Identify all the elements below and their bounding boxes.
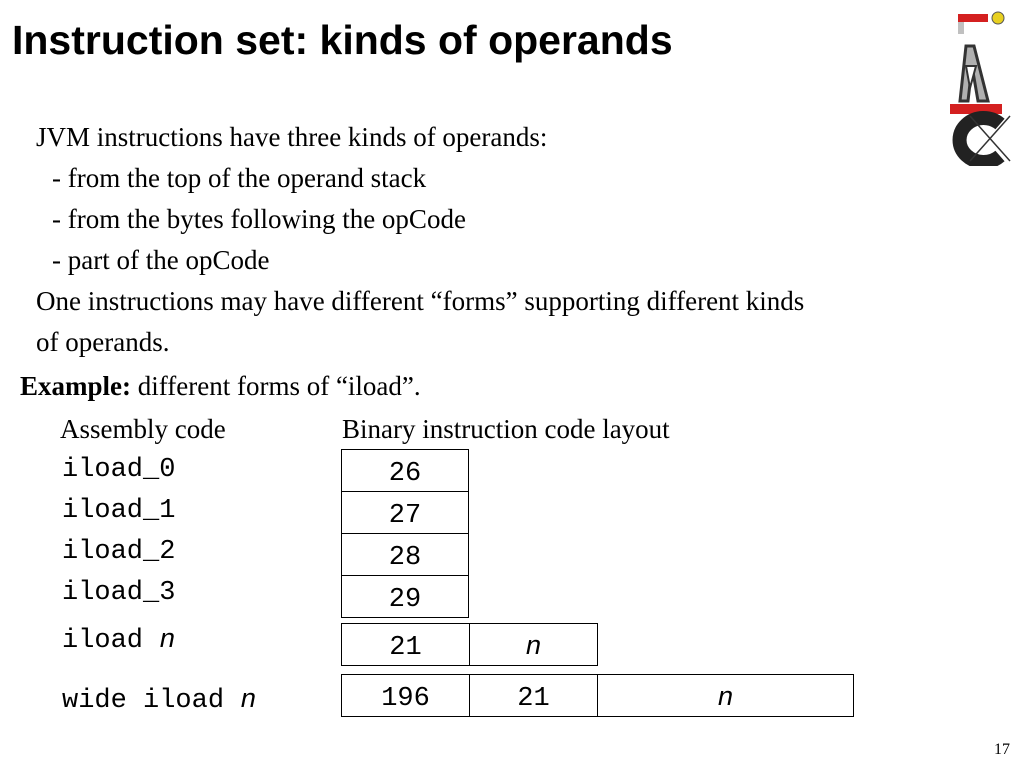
asm-iload-n-var: n — [159, 626, 176, 656]
asm-iload-n-op: iload — [62, 626, 160, 656]
asm-wide-iload-n-op: wide iload — [62, 686, 241, 716]
iaic-logo — [950, 11, 1011, 166]
byte-cell-wide-opcode: 196 — [341, 674, 470, 717]
body-line-1: JVM instructions have three kinds of ope… — [36, 122, 548, 152]
slide-title: Instruction set: kinds of operands — [12, 17, 673, 63]
asm-iload-0: iload_0 — [62, 455, 176, 485]
example-label: Example: — [20, 371, 131, 401]
page-number: 17 — [994, 741, 1010, 758]
binary-header: Binary instruction code layout — [342, 414, 670, 444]
byte-cell-iload-2: 28 — [341, 533, 469, 576]
asm-iload-3: iload_3 — [62, 578, 176, 608]
example-line: Example: different forms of “iload”. — [20, 366, 421, 406]
byte-cell-iload-n-index: n — [469, 623, 598, 666]
asm-wide-iload-n-var: n — [240, 686, 257, 716]
byte-cell-iload-3: 29 — [341, 575, 469, 618]
asm-iload-n: iload n — [62, 626, 175, 656]
asm-wide-iload-n: wide iload n — [62, 686, 256, 716]
asm-iload-2: iload_2 — [62, 537, 176, 567]
assembly-header: Assembly code — [60, 414, 226, 444]
byte-cell-wide-index: n — [597, 674, 854, 717]
body-line-4: - part of the opCode — [52, 245, 270, 275]
body-line-5: One instructions may have different “for… — [36, 286, 805, 316]
body-line-2: - from the top of the operand stack — [52, 163, 427, 193]
asm-iload-1: iload_1 — [62, 496, 176, 526]
byte-cell-iload-0: 26 — [341, 449, 469, 492]
byte-cell-iload-n-var: n — [525, 633, 542, 663]
byte-cell-wide-iload: 21 — [469, 674, 598, 717]
byte-cell-wide-var: n — [717, 684, 734, 714]
byte-cell-iload-n-opcode: 21 — [341, 623, 470, 666]
byte-cell-iload-1: 27 — [341, 491, 469, 534]
example-text: different forms of “iload”. — [131, 371, 421, 401]
body-line-6: of operands. — [36, 327, 170, 357]
body-line-3: - from the bytes following the opCode — [52, 204, 466, 234]
